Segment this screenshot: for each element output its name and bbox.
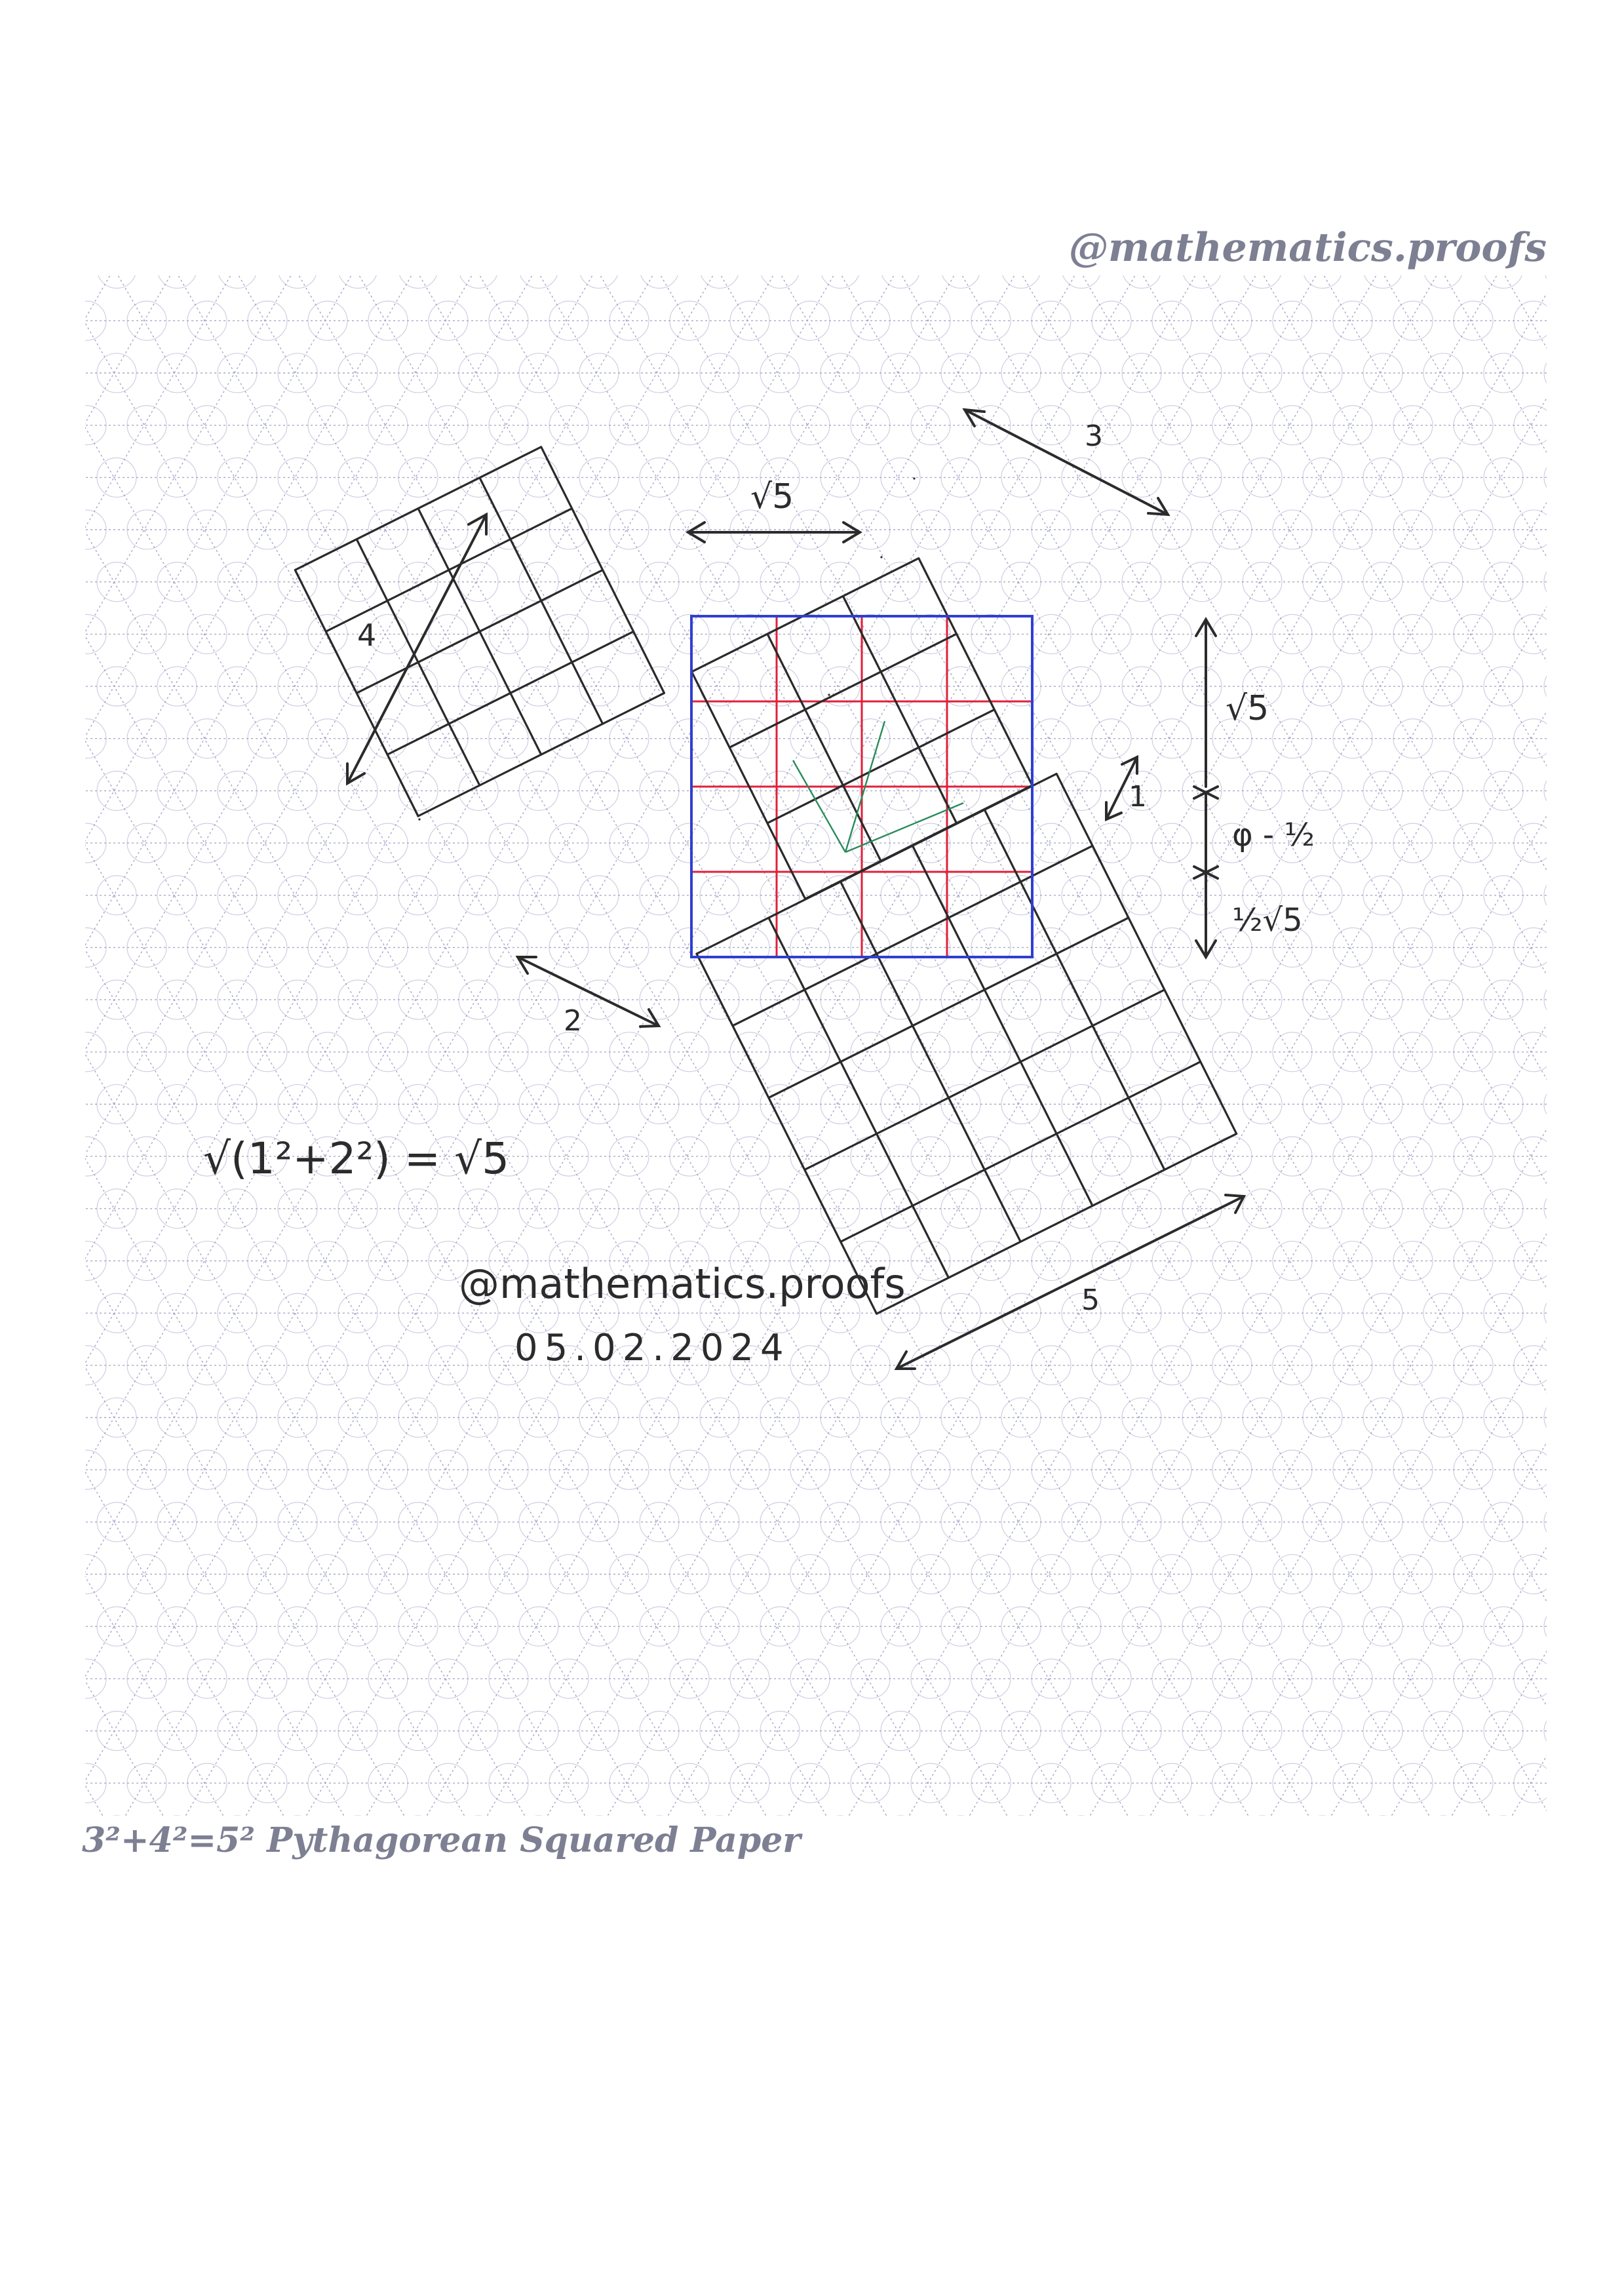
arrow-half-sqrt5-head xyxy=(1195,939,1217,960)
arrow-side-4 xyxy=(346,513,488,785)
paper-caption: 3²+4²=5² Pythagorean Squared Paper xyxy=(82,1820,803,1860)
dimension-arrows xyxy=(346,408,1247,1370)
central-blue-square xyxy=(690,615,1034,958)
central-red-grid xyxy=(691,616,1032,957)
arrow-side-5 xyxy=(895,1195,1245,1370)
square-side-4-lines xyxy=(294,446,666,817)
arrow-side-2 xyxy=(516,956,660,1027)
arrow-side-1-head-b xyxy=(1105,801,1123,822)
arrow-side-3-head-a xyxy=(962,408,986,427)
square-side-5 xyxy=(695,772,1238,1315)
label-side-5: 5 xyxy=(1081,1283,1100,1317)
arrow-right-sqrt5-head xyxy=(1195,617,1217,637)
arrow-side-2-head-b xyxy=(639,1008,661,1028)
label-side-3: 3 xyxy=(1085,420,1103,453)
arrow-side-5-head-b xyxy=(894,1350,916,1370)
arrow-side-1-head-a xyxy=(1121,754,1138,775)
arrow-side-2-head-a xyxy=(515,956,537,975)
green-construction-lines xyxy=(792,720,964,853)
arrow-side-4-head-b xyxy=(346,762,366,786)
arrow-side-1 xyxy=(1105,756,1138,821)
equation-label: √(1²+2²) = √5 xyxy=(203,1133,509,1184)
label-top-sqrt5: √5 xyxy=(750,477,794,517)
label-side-2: 2 xyxy=(564,1004,582,1038)
signature-label: @mathematics.proofs xyxy=(459,1260,906,1308)
arrow-side-4-head-a xyxy=(467,512,488,536)
label-phi-minus-half: φ - ½ xyxy=(1232,817,1315,853)
arrow-side-3 xyxy=(963,408,1169,516)
arrow-side-3-head-b xyxy=(1147,497,1170,517)
label-right-sqrt5: √5 xyxy=(1226,689,1269,728)
label-side-4: 4 xyxy=(357,617,376,653)
arrow-top-sqrt5-head-a xyxy=(686,521,706,543)
arrow-side-5-head-a xyxy=(1224,1194,1247,1214)
label-side-1: 1 xyxy=(1129,780,1147,813)
date-label: 05.02.2024 xyxy=(514,1327,790,1369)
square-side-5-lines xyxy=(695,772,1238,1315)
label-half-sqrt5: ½√5 xyxy=(1232,902,1303,939)
arrow-top-sqrt5-head-b xyxy=(842,521,862,543)
pythagorean-construction xyxy=(294,446,1238,1315)
square-side-4 xyxy=(294,446,666,817)
watermark-label: @mathematics.proofs xyxy=(1069,225,1547,271)
